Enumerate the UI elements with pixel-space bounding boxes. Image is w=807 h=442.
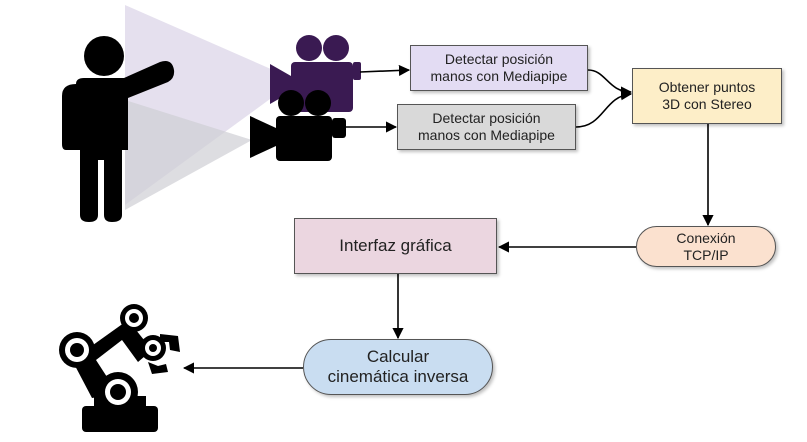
detect-hands-label-2: Detectar posición manos con Mediapipe (418, 110, 555, 143)
tcp-connection-label: Conexión TCP/IP (676, 229, 736, 263)
stereo-points-node: Obtener puntos 3D con Stereo (632, 68, 782, 124)
robot-arm-icon (59, 304, 180, 432)
detect-hands-node-1: Detectar posición manos con Mediapipe (410, 45, 588, 91)
detect-hands-label-1: Detectar posición manos con Mediapipe (430, 51, 568, 84)
gui-node: Interfaz gráfica (294, 218, 497, 274)
gui-label: Interfaz gráfica (339, 235, 452, 255)
video-camera-icon-2 (250, 90, 346, 161)
tcp-connection-node: Conexión TCP/IP (636, 226, 776, 267)
inverse-kinematics-node: Calcular cinemática inversa (303, 339, 493, 395)
stereo-points-label: Obtener puntos 3D con Stereo (658, 79, 756, 112)
detect-hands-node-2: Detectar posición manos con Mediapipe (397, 104, 576, 150)
inverse-kinematics-label: Calcular cinemática inversa (327, 346, 469, 386)
arrow-detect2-stereo (575, 89, 633, 128)
arrow-detect1-stereo (587, 69, 633, 98)
camera-beam-bottom (125, 100, 252, 210)
person-icon (62, 36, 175, 222)
arrow-cam1-detect1 (359, 64, 411, 77)
connectors (182, 64, 714, 374)
